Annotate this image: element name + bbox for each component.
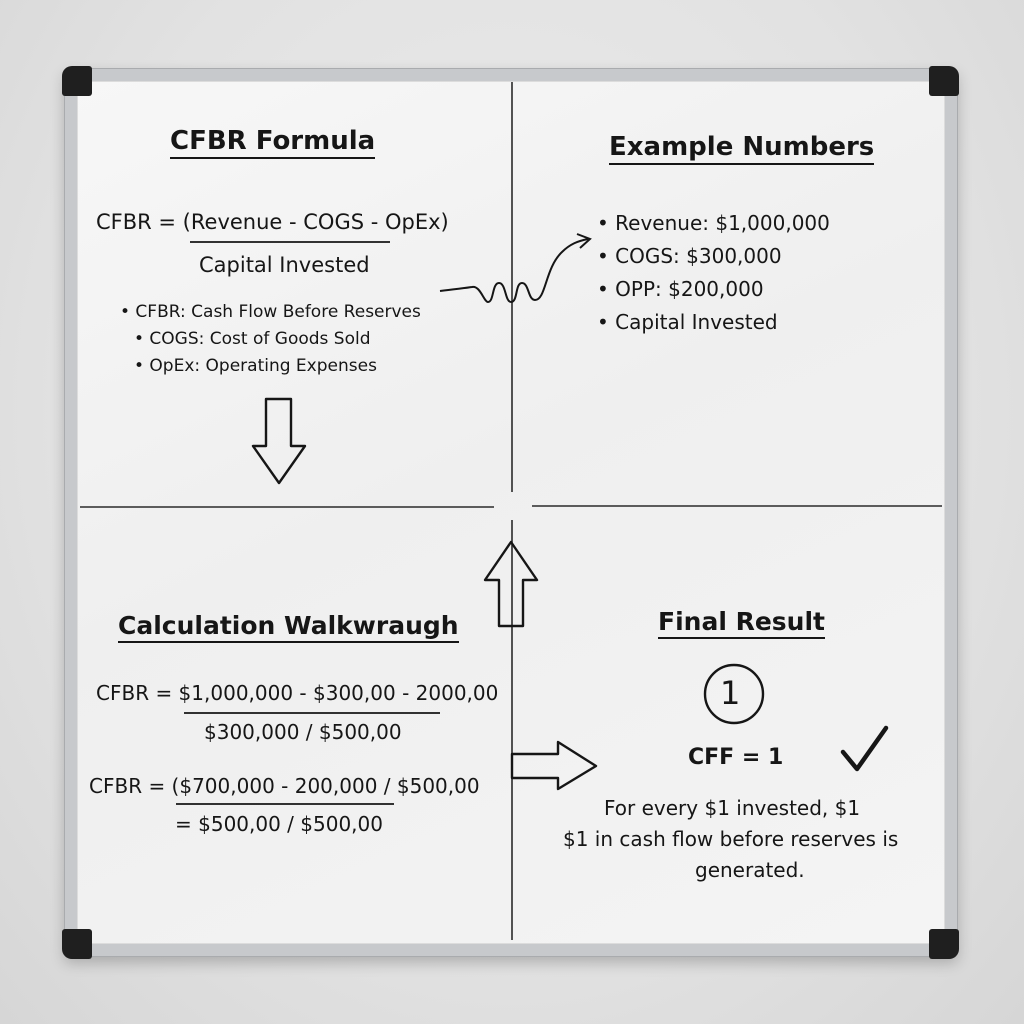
board-corner-top-right	[929, 66, 959, 96]
right-arrow-icon	[510, 740, 598, 791]
result-title: Final Result	[658, 607, 825, 639]
result-equation: CFF = 1	[688, 745, 784, 770]
result-note-line-1: For every $1 invested, $1	[604, 796, 861, 820]
example-capital: • Capital Invested	[597, 310, 778, 334]
formula-numerator: CFBR = (Revenue - COGS - OpEx)	[96, 210, 449, 234]
calc-line-4: = $500,00 / $500,00	[175, 812, 383, 836]
definition-cogs: • COGS: Cost of Goods Sold	[134, 329, 371, 349]
result-note-line-3: generated.	[695, 858, 805, 882]
board-corner-bottom-right	[929, 929, 959, 959]
checkmark-icon	[840, 725, 889, 772]
result-circle	[703, 663, 765, 725]
definition-opex: • OpEx: Operating Expenses	[134, 356, 377, 376]
whiteboard	[64, 68, 958, 957]
calc-line-3: CFBR = ($700,000 - 200,000 / $500,00	[89, 774, 480, 798]
example-cogs: • COGS: $300,000	[597, 244, 782, 268]
definition-cfbr: • CFBR: Cash Flow Before Reserves	[120, 302, 421, 322]
formula-denominator: Capital Invested	[199, 253, 370, 277]
result-circled-number: 1	[720, 674, 741, 712]
example-opp: • OPP: $200,000	[597, 277, 764, 301]
example-revenue: • Revenue: $1,000,000	[597, 211, 830, 235]
result-note-line-2: $1 in cash flow before reserves is	[563, 827, 899, 851]
calc-line-1: CFBR = $1,000,000 - $300,00 - 2000,00	[96, 681, 499, 705]
board-corner-bottom-left	[62, 929, 92, 959]
squiggle-arrow-icon	[439, 238, 589, 304]
calc-line-2: $300,000 / $500,00	[204, 720, 402, 744]
down-arrow-icon	[251, 397, 307, 485]
formula-title: CFBR Formula	[170, 126, 376, 159]
up-arrow-icon	[483, 540, 539, 628]
board-corner-top-left	[62, 66, 92, 96]
calculation-title: Calculation Walkwraugh	[118, 611, 459, 643]
example-title: Example Numbers	[609, 132, 875, 165]
